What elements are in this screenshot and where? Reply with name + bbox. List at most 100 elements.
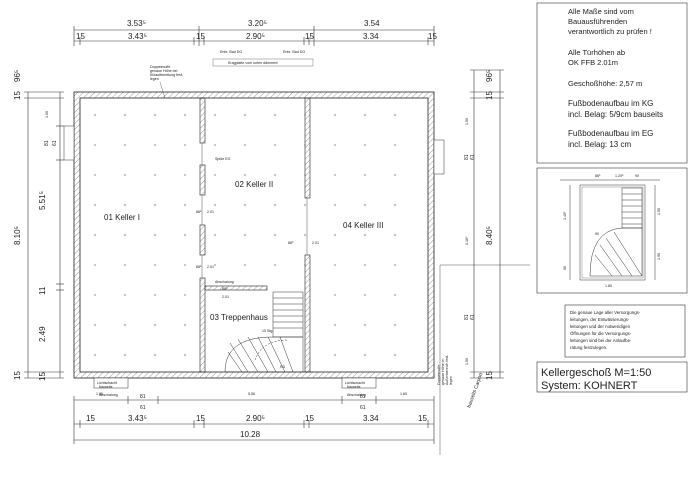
kragplatte-note: Kragplatte vom unten dämmen! bbox=[228, 61, 278, 65]
title-floor: Kellergeschoß M=1:50 bbox=[541, 367, 651, 379]
dim-right-inner-2: 81 bbox=[464, 154, 470, 160]
right-dimension-chain bbox=[470, 69, 504, 379]
ente-bad-dg-right: Ente. Bad DG bbox=[283, 50, 305, 54]
lichtschacht-label-br-1: Lichtschacht bbox=[345, 381, 365, 385]
dim-bottom-row1-1: 1.50 bbox=[96, 392, 103, 396]
stair-dim-4: 1.40⁵ bbox=[563, 211, 567, 220]
dim-bottom-row2-5: 15 bbox=[305, 414, 314, 423]
dim-bottom-row1-5: 81 bbox=[360, 394, 366, 400]
dim-right-inner-5: 81 bbox=[464, 314, 470, 320]
supply-note-4: Öffnungen für die Versorgungs- bbox=[570, 331, 632, 336]
dim-right-inner-6: 61 bbox=[470, 314, 476, 320]
doppelmuffe-right-1: Doppelmuffe bbox=[437, 365, 441, 385]
room-treppenhaus: 03 Treppenhaus bbox=[210, 313, 268, 322]
dim-top-row2-2: 3.43⁵ bbox=[128, 32, 147, 41]
dim-left-inner-4: 5.51⁵ bbox=[38, 191, 47, 210]
stair-dim-7: 90 bbox=[595, 232, 599, 236]
dim-left-inner-3: 61 bbox=[52, 140, 58, 146]
door-label-5: 88⁵ bbox=[288, 241, 294, 245]
dim-top-row2-4: 2.90⁵ bbox=[246, 32, 265, 41]
note-responsibility-3: verantwortlich zu prüfen ! bbox=[568, 27, 652, 36]
dim-bottom-row2-6: 3.34 bbox=[363, 414, 379, 423]
door-label-7: 88⁵ bbox=[222, 287, 228, 291]
supply-note-1: Die genaue Lage aller Versorgungs- bbox=[570, 310, 641, 315]
doppelmuffe-right-3: Außenbereich fest- bbox=[445, 354, 449, 385]
dim-bottom-row2-2: 3.43⁵ bbox=[128, 414, 147, 423]
dim-right-outer-2: 15 bbox=[485, 91, 494, 100]
bottom-dimension-chain bbox=[73, 396, 435, 444]
stair-detail-drawing bbox=[560, 179, 660, 281]
carport-label: bauseits Carport bbox=[466, 372, 484, 409]
stair-dim-3: 90 bbox=[635, 174, 639, 178]
note-floor-eg-2: incl. Belag: 13 cm bbox=[568, 140, 631, 149]
dim-bottom-row1-2: 81 bbox=[140, 394, 146, 400]
dim-bottom-row1-7: 1.60 bbox=[400, 392, 407, 396]
abschalung-br: Abschalung bbox=[347, 393, 366, 397]
dim-top-row2-3: 15 bbox=[196, 32, 205, 41]
note-responsibility-2: Bauausführenden bbox=[568, 17, 627, 26]
door-label-3: 88⁵ bbox=[196, 265, 202, 269]
doppelmuffe-note-4: legen bbox=[150, 77, 159, 81]
room-keller-1: 01 Keller I bbox=[104, 213, 140, 222]
dim-bottom-row1-6: 61 bbox=[360, 405, 366, 411]
dim-top-row2-6: 3.34 bbox=[363, 32, 379, 41]
dim-left-outer-4: 15 bbox=[13, 371, 22, 380]
dim-bottom-row1-4: 5.56 bbox=[248, 392, 255, 396]
door-label-1: 88⁵ bbox=[196, 210, 202, 214]
dim-right-inner-4: 3.16⁵ bbox=[465, 236, 469, 245]
dim-left-inner-5: 11 bbox=[38, 286, 47, 295]
stair-dim-2: 1.20⁵ bbox=[615, 174, 624, 178]
supply-note-box bbox=[564, 304, 686, 358]
room-keller-3: 04 Keller III bbox=[343, 221, 383, 230]
abschalung-stair: Abschalung bbox=[215, 280, 234, 284]
dim-bottom-row2-3: 15 bbox=[196, 414, 205, 423]
note-door-height-1: Alle Türhöhen ab bbox=[568, 48, 625, 57]
dim-right-outer-1: 96⁵ bbox=[485, 70, 494, 82]
lichtschacht-wells bbox=[63, 125, 445, 389]
building-walls bbox=[73, 91, 435, 379]
supply-note-3: leitungen und der notwendigen bbox=[570, 324, 631, 329]
title-system: System: KOHNERT bbox=[541, 380, 638, 392]
lichtschacht-label-br-2: bauseits bbox=[347, 385, 361, 389]
lichtschacht-label-bl-1: Lichtschacht bbox=[97, 381, 117, 385]
doppelmuffe-right-2: genaue Höhe im bbox=[441, 359, 445, 385]
dim-left-outer-3: 8.10⁵ bbox=[13, 226, 22, 245]
ente-bad-dg-left: Ente. Bad DG bbox=[220, 50, 242, 54]
dim-bottom-row1-3: 61 bbox=[140, 405, 146, 411]
title-block bbox=[536, 361, 688, 393]
dim-top-3: 3.54 bbox=[364, 19, 380, 28]
dim-left-inner-1: 1.00 bbox=[45, 111, 49, 118]
left-dimension-chain bbox=[24, 91, 64, 379]
spule-eg-note: Spüle EG bbox=[215, 157, 231, 161]
door-label-2: 2.01 bbox=[207, 210, 214, 214]
stair-dim-5: 1.50 bbox=[657, 208, 661, 215]
stair-dim-1: 86⁵ bbox=[595, 174, 601, 178]
doppelmuffe-note-3: Kfzaufbereitung fest- bbox=[150, 73, 184, 77]
dim-top-2: 3.20⁵ bbox=[248, 19, 267, 28]
note-floor-eg-1: Fußbodenaufbau im EG bbox=[568, 129, 653, 138]
dim-right-inner-1: 1.50 bbox=[465, 118, 469, 125]
stair-dim-9: 90 bbox=[563, 266, 567, 270]
door-label-6: 2.01 bbox=[312, 241, 319, 245]
top-dimension-chain bbox=[73, 26, 435, 46]
dim-bottom-row2-7: 15 bbox=[418, 414, 427, 423]
dim-right-inner-3: 61 bbox=[470, 154, 476, 160]
staircase bbox=[224, 291, 304, 373]
dim-left-inner-7: 15 bbox=[38, 372, 47, 381]
dim-top-row2-5: 15 bbox=[305, 32, 314, 41]
dim-top-1: 3.53⁵ bbox=[127, 19, 146, 28]
doppelmuffe-note-1: Doppelmuffe bbox=[150, 65, 170, 69]
door-label-8: 2.01 bbox=[222, 295, 229, 299]
dim-top-row2-1: 15 bbox=[76, 32, 85, 41]
dim-bottom-row2-1: 15 bbox=[86, 414, 95, 423]
dim-right-outer-4: 15 bbox=[485, 371, 494, 380]
supply-note-5: leitungen sind bei der Anlaufbe- bbox=[570, 338, 632, 343]
note-responsibility-1: Alle Maße sind vom bbox=[568, 7, 634, 16]
abschalung-bl: Abschalung bbox=[99, 393, 118, 397]
dim-bottom-row2-4: 2.90⁵ bbox=[246, 414, 265, 423]
stair-steps-label: 15 Stg. bbox=[262, 329, 273, 333]
stair-detail-box bbox=[536, 167, 688, 294]
grid-marks bbox=[93, 113, 397, 357]
door-label-4: 2.01 bbox=[207, 265, 214, 269]
